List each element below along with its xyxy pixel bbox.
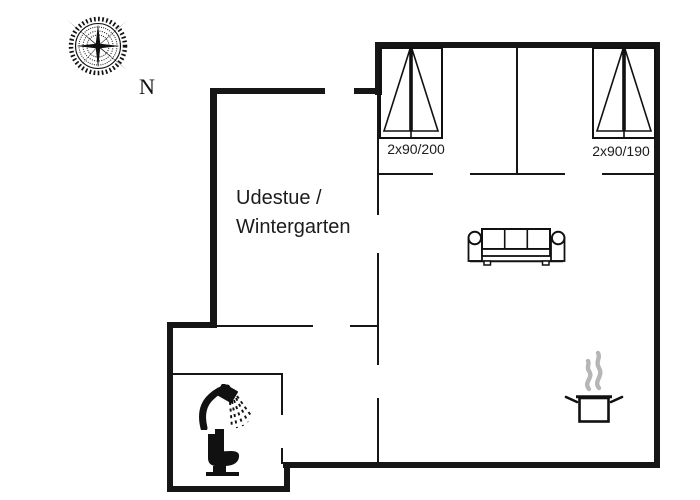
room-label-line2: Wintergarten	[236, 216, 351, 238]
wall-exterior-bottom	[283, 462, 660, 468]
wall-exterior-top	[375, 42, 660, 48]
wall-udestue-top	[210, 88, 325, 94]
wall-interior-h-b	[470, 173, 565, 175]
bed-size-label: 2x90/190	[592, 143, 650, 159]
cooking-pot-icon	[564, 350, 624, 423]
toilet-icon	[206, 429, 240, 476]
double-bed-icon	[592, 47, 656, 139]
wall-interior-h-c	[602, 173, 656, 175]
shower-icon	[199, 384, 253, 430]
wall-bathroom-right-a	[281, 373, 283, 415]
wall-step-connector	[284, 462, 290, 492]
wall-stub-left	[354, 88, 382, 94]
wall-main-left-c	[377, 398, 379, 462]
wall-interior-h-a	[378, 173, 433, 175]
wall-bathroom-bottom	[167, 486, 290, 492]
double-bed-icon	[379, 47, 443, 139]
wall-exterior-right	[654, 42, 660, 468]
bed-size-label: 2x90/200	[387, 141, 445, 157]
wall-udestue-bottom-a	[215, 325, 313, 327]
sofa-icon	[467, 228, 566, 266]
wall-udestue-bottom-b	[350, 325, 378, 327]
wall-udestue-left	[210, 88, 217, 328]
room-label-line1: Udestue /	[236, 187, 322, 209]
spray-droplets	[229, 395, 253, 429]
wall-exterior-left-upper	[375, 42, 382, 95]
room-label-udestue: Udestue / Wintergarten	[236, 184, 351, 242]
wall-bathroom-right-b	[281, 448, 283, 464]
steam-icon	[584, 350, 603, 392]
wall-main-left-a	[377, 95, 379, 215]
wall-west-link	[167, 322, 217, 328]
wall-main-left-b	[377, 253, 379, 365]
compass-rose-icon	[67, 16, 130, 76]
wall-bathroom-top	[172, 373, 282, 375]
compass-north-label: N	[139, 74, 155, 99]
wall-bedroom-divider	[516, 48, 518, 174]
wall-outer-left	[167, 322, 173, 492]
